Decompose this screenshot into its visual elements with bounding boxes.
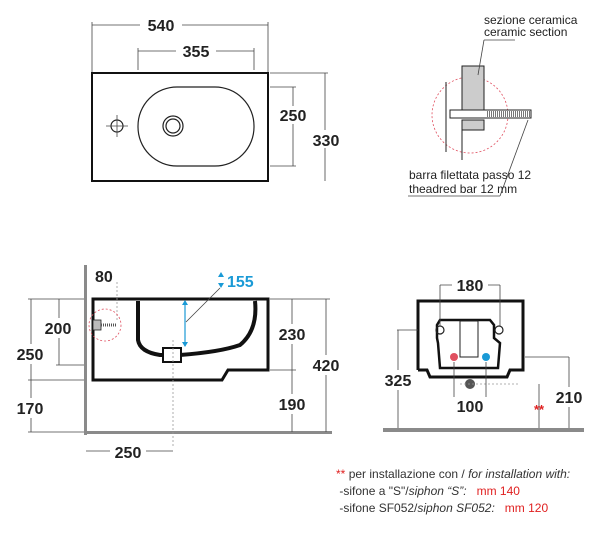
threaded-bar-label-en: theadred bar 12 mm [409,182,517,196]
dim-basin-inner-depth: 155 [227,274,254,291]
side-view: 80 155 200 250 170 230 190 420 250 [12,265,346,462]
note-line-3: -sifone SF052/siphon SF052: mm 120 [336,500,570,517]
dim-height-230: 230 [279,327,306,344]
installation-note: ** per installazione con / for installat… [336,466,570,517]
note-marker: ** [336,467,346,481]
drain-hole [162,115,184,137]
dim-height-250: 250 [17,347,44,364]
floor [84,431,332,434]
dim-drain-height: 210 [556,390,583,407]
note-line-3-it: -sifone SF052/ [339,501,418,515]
note-line-2-en: siphon “S”: [408,484,467,498]
note-line-2: -sifone a "S"/siphon “S”: mm 140 [336,483,570,500]
note-line-3-en: siphon SF052: [417,501,495,515]
note-line-3-value: mm 120 [504,501,549,515]
section-detail: sezione ceramica ceramic section barra f… [408,13,578,197]
dim-depth: 330 [313,133,340,150]
dim-fixing-height: 325 [385,373,412,390]
wall [84,265,87,435]
note-line-2-it: -sifone a "S"/ [339,484,409,498]
threaded-bar-label-it: barra filettata passo 12 [409,168,531,182]
dim-fixing-height: 200 [45,321,72,338]
ceramic-section-label-en: ceramic section [484,25,567,39]
dim-total-height: 420 [313,358,340,375]
dim-fixing-spacing: 180 [457,278,484,295]
dim-fixing-offset: 80 [95,269,113,286]
dim-width: 540 [148,18,175,35]
dim-clearance-190: 190 [279,397,306,414]
dim-hole-to-edge: 355 [183,44,210,61]
ceramic-section-label-it: sezione ceramica [484,13,578,27]
basin-outline [137,86,255,167]
floor [383,428,584,432]
note-line-2-value: mm 140 [476,484,520,498]
dim-clearance-170: 170 [17,401,44,418]
drain-height-marker: ** [534,402,545,417]
front-view: 180 325 100 ** 210 [380,276,589,432]
top-view: 540 355 250 330 [91,15,344,182]
note-line-1-it: per installazione con / [348,467,469,481]
dim-supply-spacing: 100 [457,399,484,416]
dim-drain-distance: 250 [115,445,142,462]
note-line-1: ** per installazione con / for installat… [336,466,570,483]
dim-basin-depth: 250 [280,108,307,125]
note-line-1-en: for installation with: [468,467,571,481]
